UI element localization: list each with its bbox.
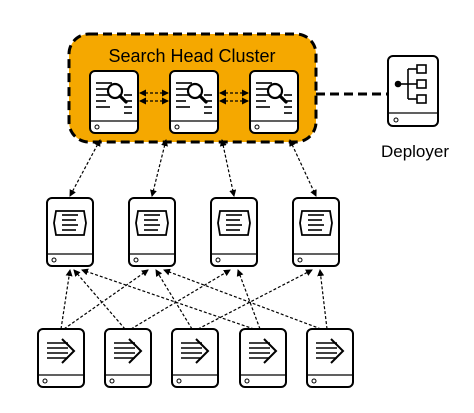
forwarding-link: [81, 268, 255, 330]
indexer-stack-icon: [217, 210, 251, 236]
indexer-server[interactable]: [46, 197, 94, 267]
forwarder-server[interactable]: [171, 328, 219, 388]
forwarding-link: [155, 269, 193, 330]
search-head-server[interactable]: [169, 70, 219, 134]
forwarder-arrow-icon: [114, 338, 143, 364]
indexer-server[interactable]: [210, 197, 258, 267]
forwarder-server[interactable]: [239, 328, 287, 388]
search-document-icon: [96, 82, 132, 114]
search-document-icon: [176, 82, 212, 114]
indexer-server[interactable]: [128, 197, 176, 267]
search-link: [150, 139, 168, 197]
search-document-icon: [256, 82, 292, 114]
indexer-stack-icon: [135, 210, 169, 236]
forwarding-link: [317, 269, 328, 330]
forwarder-arrow-icon: [249, 338, 278, 364]
forwarding-link: [197, 269, 313, 330]
forwarding-link: [163, 268, 322, 330]
flowchart-icon: [394, 64, 427, 104]
forwarder-server[interactable]: [306, 328, 354, 388]
search-head-server[interactable]: [89, 70, 139, 134]
indexer-server[interactable]: [292, 197, 340, 267]
forwarder-server[interactable]: [37, 328, 85, 388]
search-head-server[interactable]: [249, 70, 299, 134]
deployer-server[interactable]: [387, 55, 439, 127]
forwarding-link: [130, 269, 231, 330]
forwarder-server[interactable]: [104, 328, 152, 388]
forwarding-link: [236, 269, 261, 330]
deployer-label: Deployer: [381, 142, 449, 161]
forwarding-link: [63, 269, 149, 330]
forwarding-link: [60, 269, 73, 330]
indexer-stack-icon: [53, 210, 87, 236]
search-link: [289, 139, 317, 197]
forwarding-link: [73, 269, 126, 330]
forwarder-arrow-icon: [181, 338, 210, 364]
search-link: [69, 139, 101, 197]
search-link: [219, 139, 237, 197]
forwarder-arrow-icon: [316, 338, 345, 364]
indexer-stack-icon: [299, 210, 333, 236]
cluster-title: Search Head Cluster: [108, 46, 275, 66]
forwarder-arrow-icon: [47, 338, 76, 364]
